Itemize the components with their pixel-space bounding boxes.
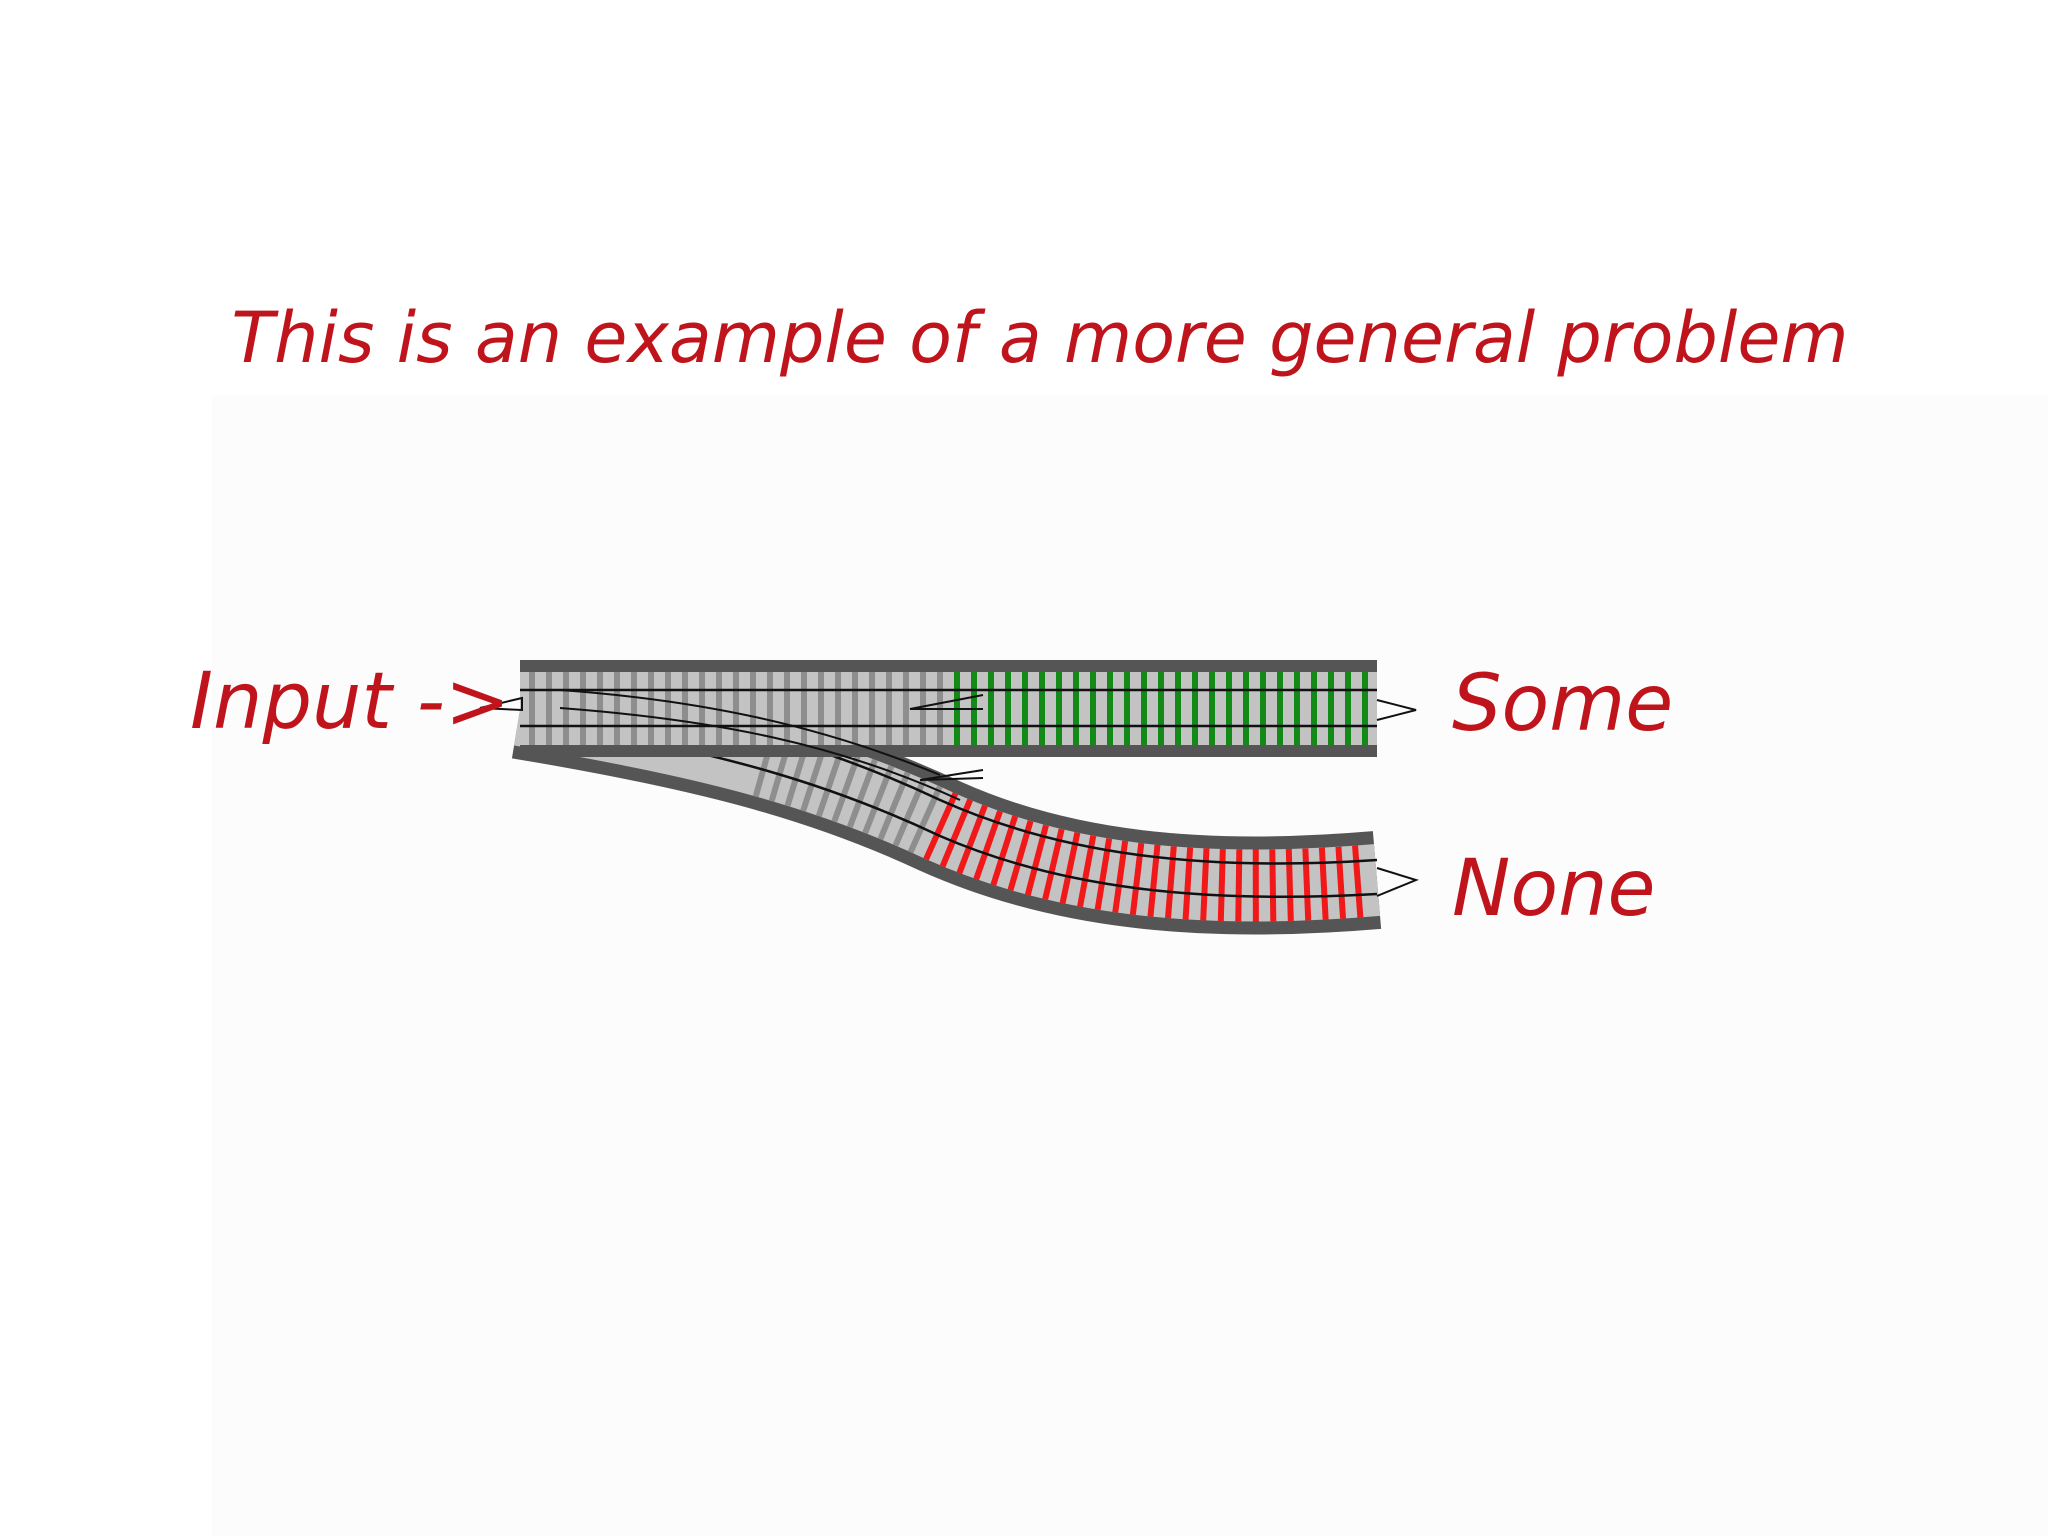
none-branch-sleeper xyxy=(1302,848,1312,921)
input-end-marker xyxy=(479,696,523,712)
none-branch-sleeper xyxy=(1235,849,1243,922)
none-label: None xyxy=(1452,844,1656,934)
some-label: Some xyxy=(1452,659,1673,749)
switch-frog-marker xyxy=(909,694,984,710)
none-branch-sleeper xyxy=(1217,848,1226,922)
none-branch-sleeper xyxy=(1269,849,1277,922)
some-end-marker xyxy=(1376,699,1417,721)
switch-blade-line xyxy=(559,689,941,776)
none-branch-sleeper xyxy=(1318,847,1329,920)
switch-frog-marker xyxy=(919,769,984,781)
none-branch-sleeper xyxy=(1335,846,1347,919)
none-branch-sleeper xyxy=(1285,848,1294,922)
none-end-marker xyxy=(1376,867,1419,897)
none-branch-sleeper xyxy=(1352,845,1364,918)
slide-background-panel xyxy=(212,395,2048,1536)
switch-point-markers xyxy=(479,694,1419,897)
none-branch-sleeper xyxy=(1200,848,1210,921)
track-sleeper xyxy=(815,746,845,817)
slide-title: This is an example of a more general pro… xyxy=(231,297,1848,379)
switch-blade-line xyxy=(559,707,961,801)
input-label: Input -> xyxy=(190,657,510,747)
